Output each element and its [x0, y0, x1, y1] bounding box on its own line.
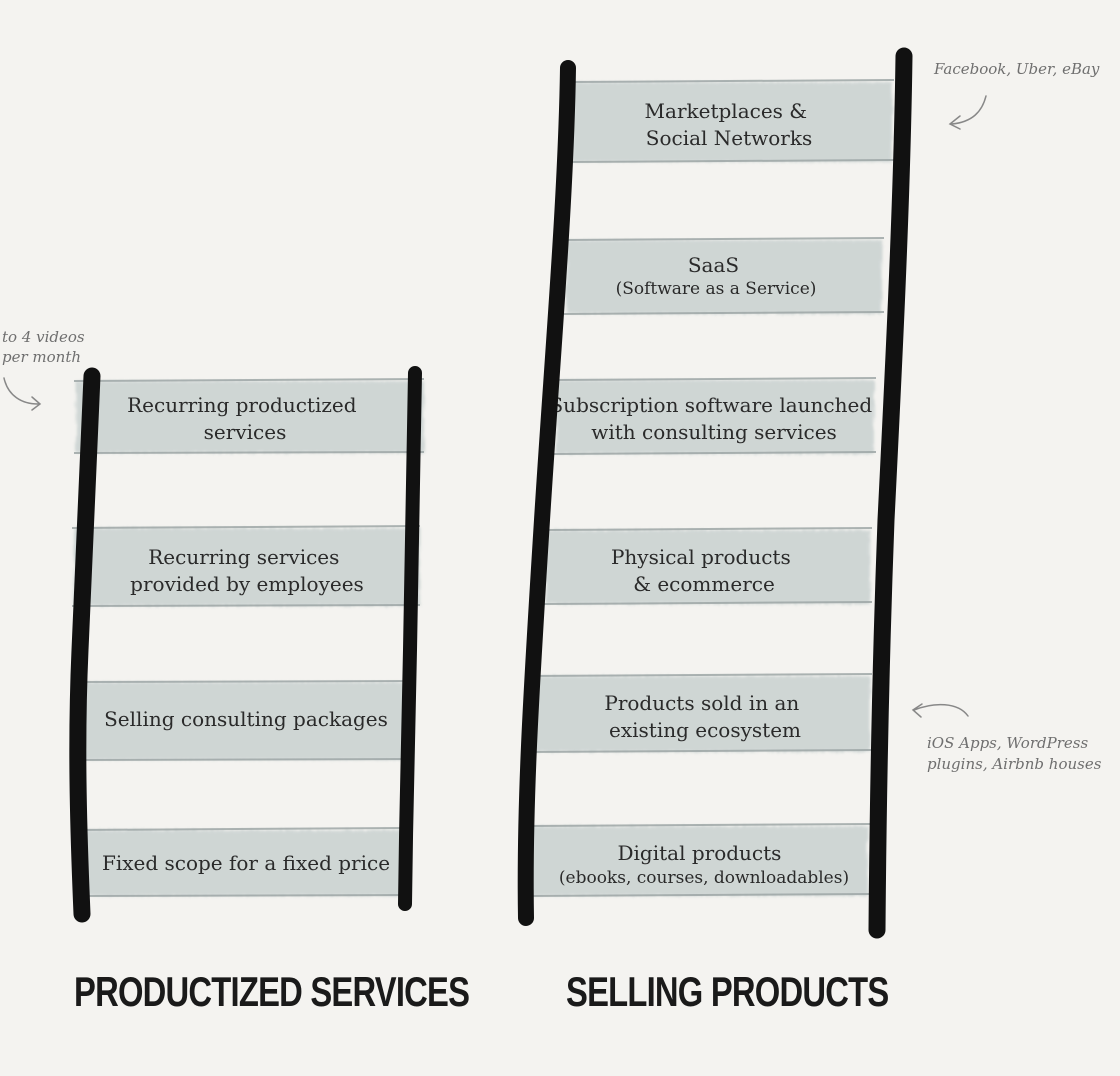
annotation-line-2: plugins, Airbnb houses	[927, 755, 1102, 773]
annotation-line-1: to 4 videos	[2, 328, 85, 346]
annotation-left-top: to 4 videos per month	[2, 328, 89, 411]
annotation-line-1: Facebook, Uber, eBay	[933, 60, 1100, 78]
left-ladder-rail-right	[398, 366, 422, 911]
rung-selling-consulting-packages: Selling consulting packages	[73, 680, 413, 761]
rung-label-line-2: provided by employees	[130, 572, 364, 596]
svg-text:Selling consulting packages: Selling consulting packages	[104, 707, 388, 731]
right-ladder-rail-right	[868, 47, 913, 939]
rung-label-line-1: Fixed scope for a fixed price	[102, 851, 390, 875]
curved-arrow-icon	[911, 703, 969, 718]
rung-label-line-2: (ebooks, courses, downloadables)	[559, 868, 849, 888]
rung-fixed-scope-fixed-price: Fixed scope for a fixed price	[75, 827, 405, 897]
svg-text:Subscription software launched: Subscription software launched with cons…	[549, 393, 878, 444]
svg-text:SaaS (Software as a Se: SaaS (Software as a Service)	[616, 253, 817, 299]
selling-products-ladder: Marketplaces & Social Networks SaaS (Sof…	[517, 47, 913, 939]
right-ladder-rail-left	[517, 60, 576, 926]
svg-text:Recurring services pro: Recurring services provided by employees	[130, 545, 364, 596]
rung-label-line-1: Recurring productized	[127, 393, 357, 417]
rung-existing-ecosystem: Products sold in an existing ecosystem	[527, 673, 873, 753]
rung-label-line-1: Physical products	[611, 545, 791, 569]
rung-label-line-2: (Software as a Service)	[616, 279, 817, 299]
curved-arrow-icon	[3, 377, 42, 411]
rung-label-line-1: Marketplaces &	[645, 99, 808, 123]
svg-text:to 4 videos per month: to 4 videos per month	[2, 328, 89, 366]
annotation-line-2: per month	[2, 348, 81, 366]
svg-text:Fixed scope for a fixed price: Fixed scope for a fixed price	[102, 851, 390, 875]
svg-text:Digital products (eboo: Digital products (ebooks, courses, downl…	[559, 841, 849, 888]
svg-text:Physical products & ec: Physical products & ecommerce	[611, 545, 797, 596]
rung-subscription-software: Subscription software launched with cons…	[549, 377, 878, 455]
rung-label-line-2: services	[204, 420, 287, 444]
curved-arrow-icon	[948, 95, 987, 130]
rung-label-line-1: Products sold in an	[604, 691, 799, 715]
svg-text:Products sold in an ex: Products sold in an existing ecosystem	[604, 691, 805, 742]
rung-saas: SaaS (Software as a Service)	[563, 237, 885, 315]
rung-label-line-2: with consulting services	[591, 420, 837, 444]
svg-text:Marketplaces & Social: Marketplaces & Social Networks	[645, 99, 814, 150]
rung-digital-products: Digital products (ebooks, courses, downl…	[527, 823, 871, 897]
rung-recurring-productized-services: Recurring productized services	[73, 378, 425, 454]
svg-text:Recurring productized: Recurring productized services	[127, 393, 363, 444]
selling-products-title: SELLING PRODUCTS	[566, 968, 889, 1015]
rung-physical-products: Physical products & ecommerce	[543, 527, 873, 605]
annotation-line-1: iOS Apps, WordPress	[927, 734, 1088, 752]
rung-label-line-1: Selling consulting packages	[104, 707, 388, 731]
rung-label-line-2: Social Networks	[646, 126, 813, 150]
rung-label-line-1: SaaS	[688, 253, 739, 277]
productized-services-ladder: Recurring productized services Recurring…	[69, 366, 425, 923]
rung-label-line-2: existing ecosystem	[609, 718, 801, 742]
rung-label-line-1: Recurring services	[148, 545, 339, 569]
productized-services-title: PRODUCTIZED SERVICES	[74, 968, 470, 1015]
svg-text:iOS Apps, WordPress plug: iOS Apps, WordPress plugins, Airbnb hous…	[927, 734, 1102, 773]
annotation-right-top: Facebook, Uber, eBay	[933, 60, 1100, 130]
rung-marketplaces-social-networks: Marketplaces & Social Networks	[569, 79, 895, 163]
rung-label-line-1: Digital products	[617, 841, 781, 865]
rung-recurring-services-employees: Recurring services provided by employees	[71, 525, 421, 607]
rung-label-line-2: & ecommerce	[633, 572, 775, 596]
left-ladder-rail-left	[69, 367, 101, 923]
rung-label-line-1: Subscription software launched	[549, 393, 872, 417]
svg-text:Facebook, Uber, eBay: Facebook, Uber, eBay	[933, 60, 1100, 78]
annotation-right-bottom: iOS Apps, WordPress plugins, Airbnb hous…	[911, 703, 1102, 773]
